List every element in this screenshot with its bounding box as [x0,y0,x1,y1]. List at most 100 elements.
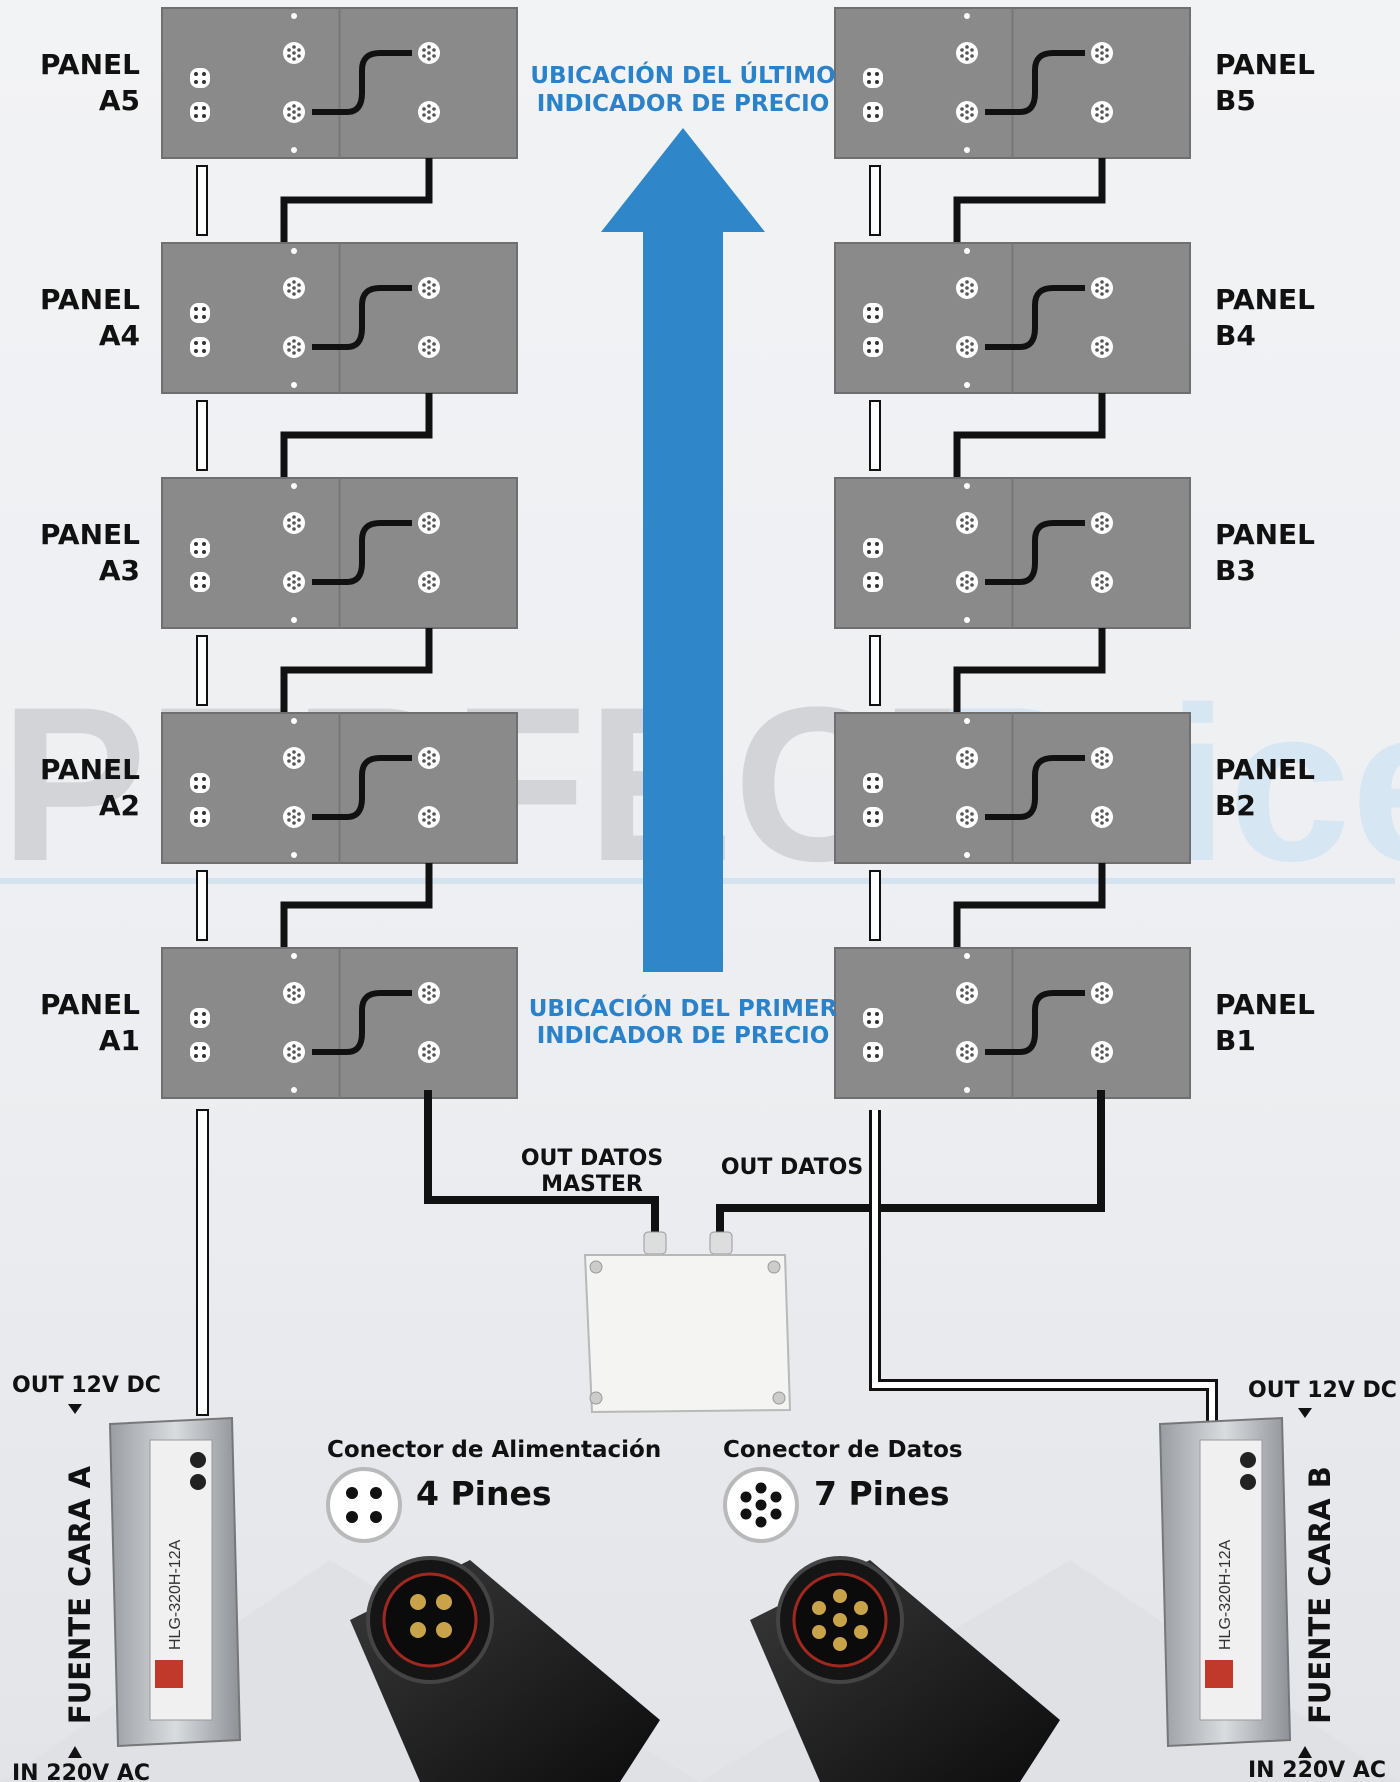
psu-b-model: HLG-320H-12A [1217,1539,1234,1650]
arrow-top-label-1: UBICACIÓN DEL ÚLTIMO [530,61,835,89]
data-cable-out [716,1090,1105,1240]
panel-label-line1: PANEL [1215,283,1315,316]
power-port-icon [190,337,210,357]
power-port-icon [863,337,883,357]
meanwell-logo [1205,1660,1233,1688]
power-connector-icon [326,1467,402,1543]
power-port-icon [863,538,883,558]
psu-button [190,1474,206,1490]
power-port-icon [190,538,210,558]
power-connector-pins: 4 Pines [416,1474,551,1513]
panel-label-line2: A2 [99,789,140,822]
arrow-down-icon [68,1404,82,1414]
power-port-icon [863,1008,883,1028]
psu-a-in-label: IN 220V AC [12,1761,150,1782]
panel-label-line1: PANEL [40,988,140,1021]
power-chain-cable [869,635,881,706]
psu-a-model: HLG-320H-12A [167,1539,184,1650]
psu-a-out-label: OUT 12V DC [12,1373,161,1398]
psu-button [1240,1452,1256,1468]
data-chain-cable [280,393,433,490]
arrow-up-icon [601,128,765,972]
data-connector-title: Conector de Datos [723,1437,963,1463]
power-port-icon [190,773,210,793]
panel-a4 [161,242,518,394]
arrow-bottom-label-1: UBICACIÓN DEL PRIMER [529,994,838,1022]
meanwell-logo [155,1660,183,1688]
power-port-icon [190,303,210,323]
power-port-icon [863,68,883,88]
panel-a5 [161,7,518,159]
data-cable-master [424,1090,659,1240]
panel-a2 [161,712,518,864]
panel-label-line1: PANEL [1215,518,1315,551]
power-port-icon [863,102,883,122]
data-chain-cable [280,158,433,255]
panel-label-line2: B2 [1215,789,1256,822]
power-connector-title: Conector de Alimentación [327,1437,661,1463]
out-datos-label: OUT DATOS [721,1155,863,1180]
data-chain-cable [280,863,433,960]
jumper-cable [312,990,412,1055]
psu-button [190,1452,206,1468]
panel-a1 [161,947,518,1099]
power-port-icon [863,303,883,323]
power-port-icon [863,807,883,827]
psu-a-name: FUENTE CARA A [63,1465,97,1724]
panel-b1 [834,947,1191,1099]
psu-b-in-label: IN 220V AC [1248,1758,1386,1782]
jumper-cable [312,285,412,350]
power-chain-cable [869,870,881,941]
jumper-cable [985,520,1085,585]
panel-label-line2: B5 [1215,84,1256,117]
panel-label-line2: B1 [1215,1024,1256,1057]
data-chain-cable [953,863,1106,960]
power-port-icon [190,807,210,827]
power-connector-photo [350,1556,660,1782]
panel-label-line1: PANEL [1215,753,1315,786]
data-connector-icon [723,1467,799,1543]
data-chain-cable [953,393,1106,490]
power-supply-a: HLG-320H-12A [108,1416,242,1748]
power-cable-a [196,1109,209,1416]
data-connector-photo [750,1556,1060,1782]
arrow-up-small-icon [68,1746,82,1758]
power-port-icon [190,572,210,592]
psu-b-name: FUENTE CARA B [1303,1466,1337,1724]
panel-a3 [161,477,518,629]
panel-label-line1: PANEL [40,48,140,81]
power-chain-cable [196,635,208,706]
psu-b-out-label: OUT 12V DC [1248,1378,1397,1403]
panel-label-line2: B4 [1215,319,1256,352]
arrow-up-small-icon [1298,1746,1312,1758]
data-chain-cable [953,628,1106,725]
out-datos-master-label-2: MASTER [541,1172,643,1197]
panels: PANELA5PANELA4PANELA3PANELA2PANELA1PANEL… [40,7,1315,1099]
power-chain-cable [196,870,208,941]
arrow-down-icon [1298,1408,1312,1418]
power-port-icon [190,68,210,88]
panel-label-line1: PANEL [1215,988,1315,1021]
panel-label-line2: A3 [99,554,140,587]
power-port-icon [190,1042,210,1062]
panel-label-line2: A4 [99,319,140,352]
power-chain-cable [869,165,881,236]
data-chain-cable [953,158,1106,255]
power-port-icon [863,773,883,793]
power-chain-cable [196,165,208,236]
panel-label-line2: A5 [99,84,140,117]
power-port-icon [863,1042,883,1062]
jumper-cable [985,285,1085,350]
power-port-icon [863,572,883,592]
panel-label-line1: PANEL [40,518,140,551]
arrow-bottom-label-2: INDICADOR DE PRECIO [537,1023,830,1049]
power-supply-b: HLG-320H-12A [1158,1416,1292,1748]
panel-b2 [834,712,1191,864]
out-datos-master-label-1: OUT DATOS [521,1146,663,1171]
power-chain-cable [869,400,881,471]
power-port-icon [190,1008,210,1028]
jumper-cable [985,755,1085,820]
panel-b5 [834,7,1191,159]
panel-label-line1: PANEL [1215,48,1315,81]
